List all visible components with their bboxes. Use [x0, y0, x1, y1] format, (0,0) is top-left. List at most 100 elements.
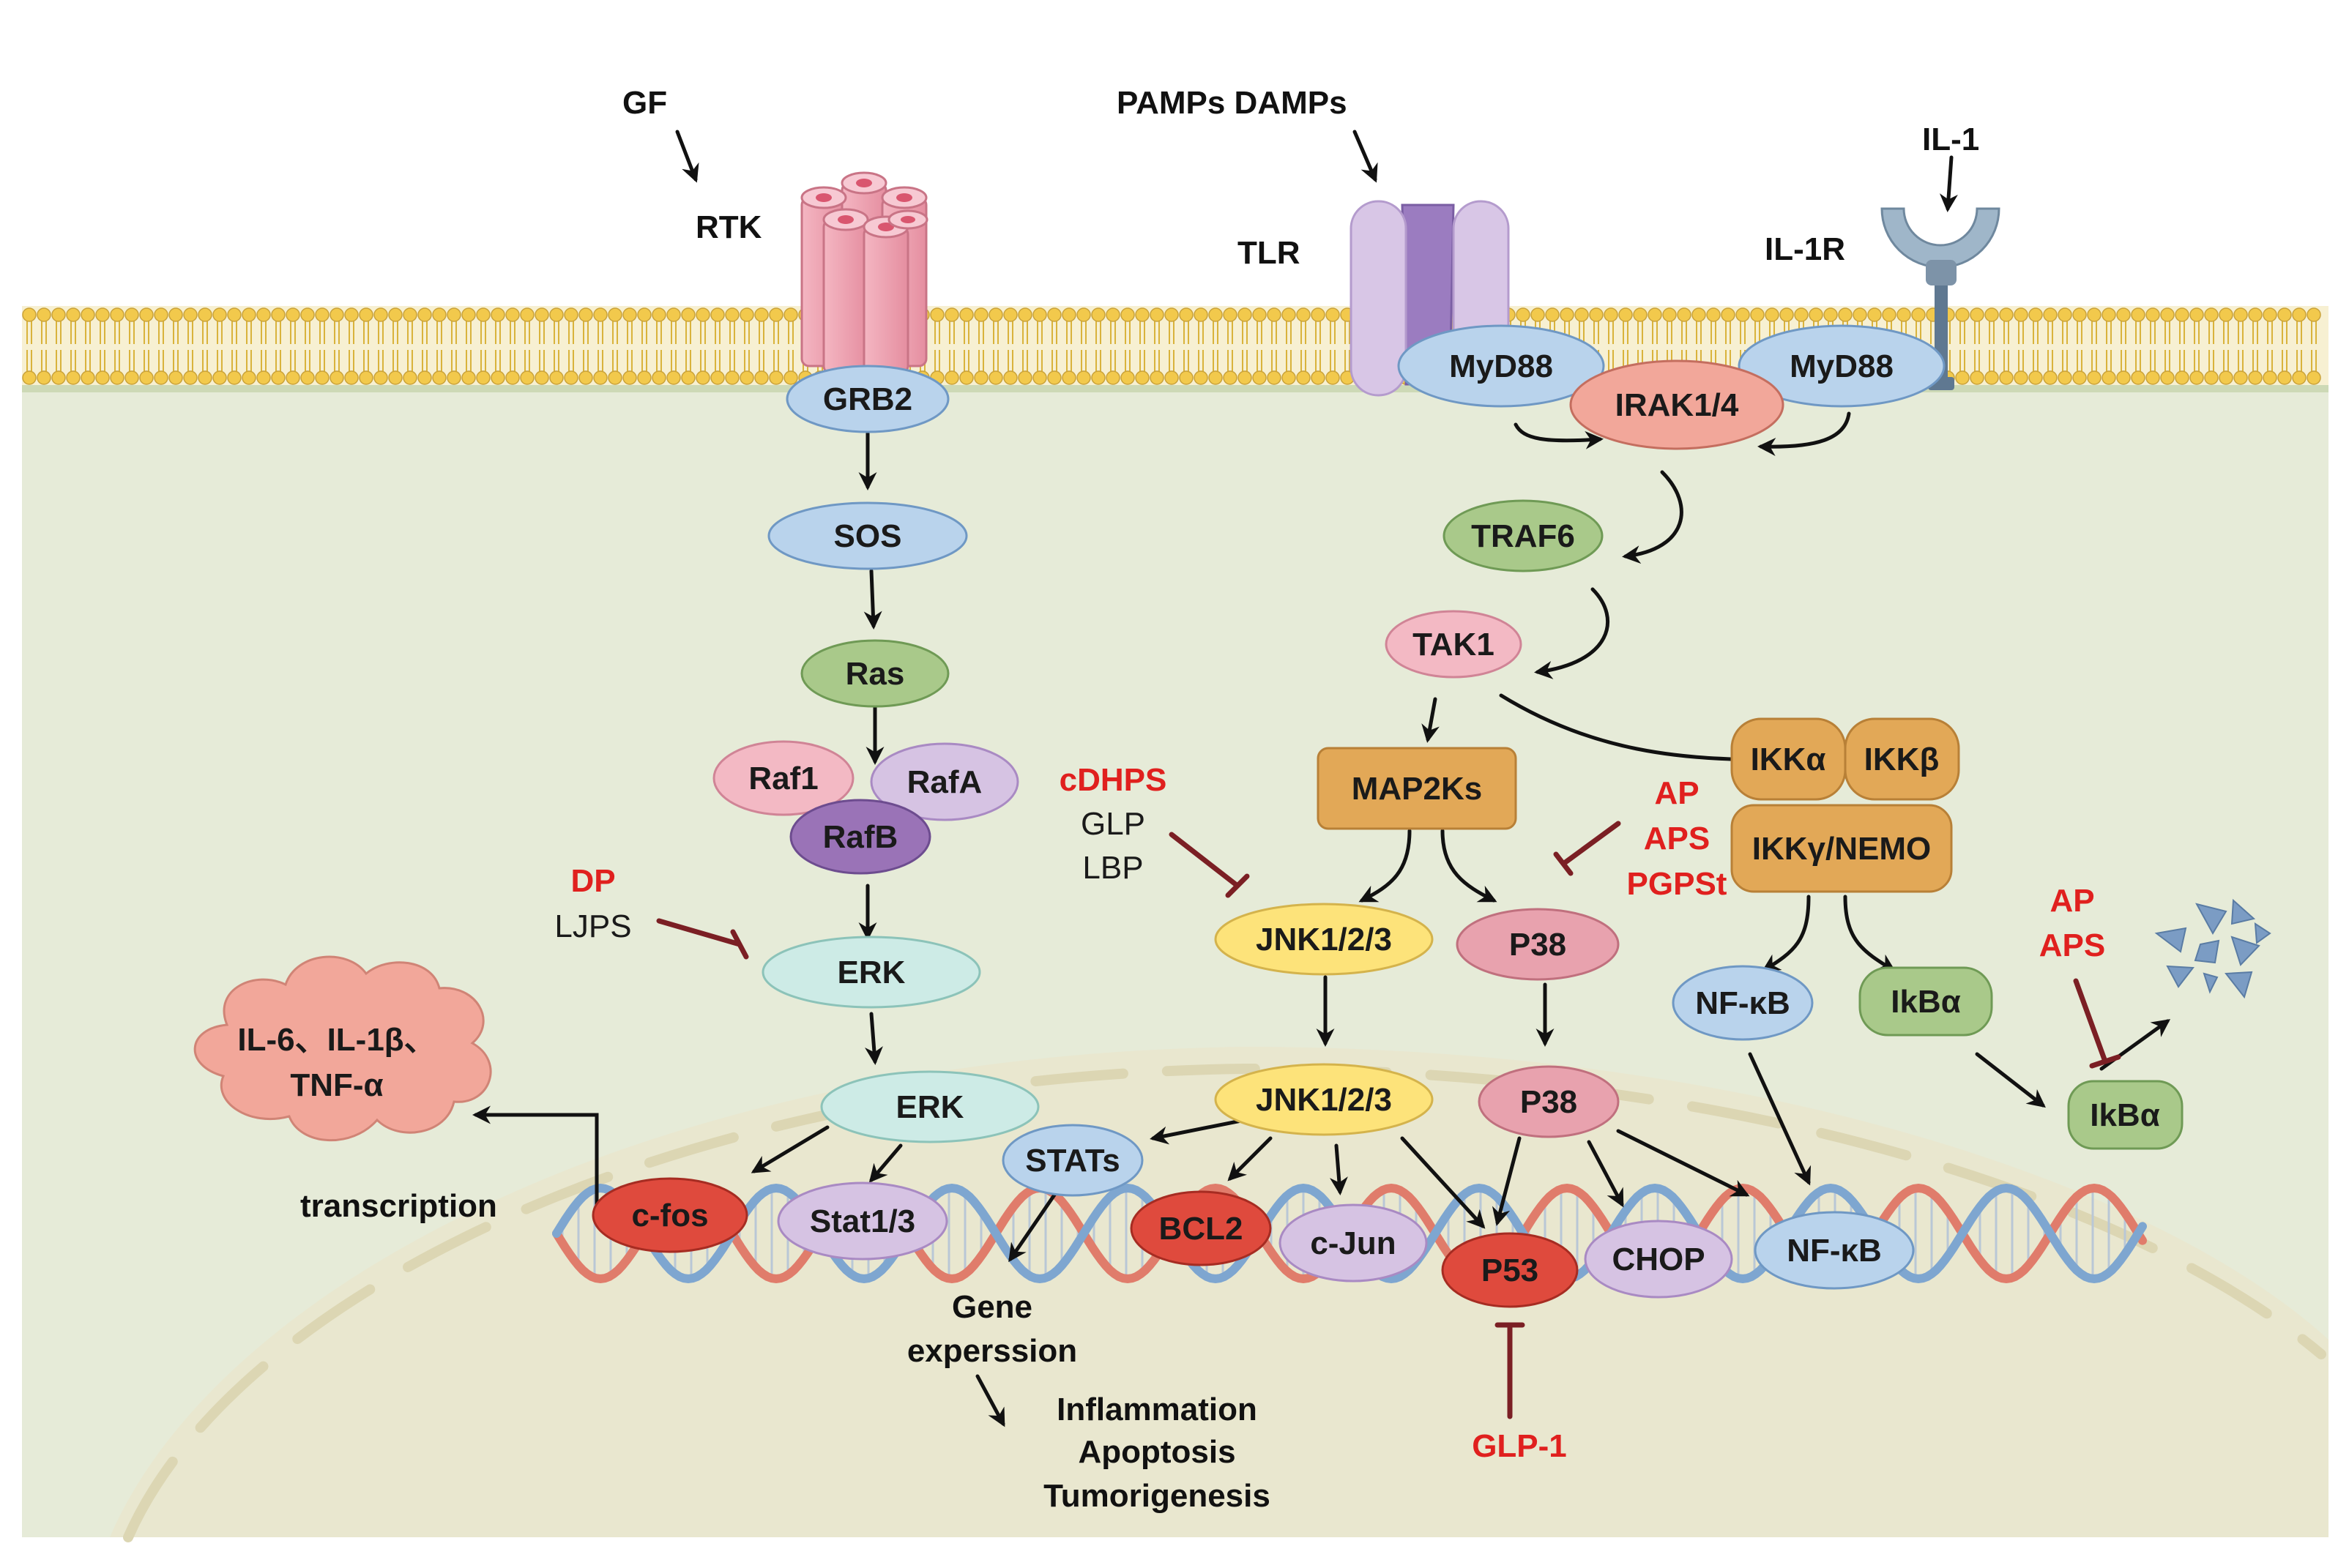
- stat13-node: Stat1/3: [777, 1181, 948, 1261]
- ikkg-nemo-node: IKKγ/NEMO: [1730, 804, 1953, 893]
- inhibitor-cdhps-jnk: [1169, 832, 1250, 898]
- bcl2-node: BCL2: [1130, 1190, 1272, 1266]
- svg-text:MAP2Ks: MAP2Ks: [1352, 771, 1483, 807]
- inhibitors: [656, 821, 2121, 1419]
- svg-text:JNK1/2/3: JNK1/2/3: [1256, 1082, 1392, 1118]
- svg-text:P53: P53: [1481, 1252, 1538, 1288]
- irak-node: IRAK1/4: [1569, 359, 1784, 450]
- arrow-irak-traf6: [1622, 470, 1683, 564]
- ikka-node: IKKα: [1730, 717, 1847, 801]
- drug-aps-1: APS: [1644, 821, 1710, 856]
- svg-text:NF-κB: NF-κB: [1695, 985, 1790, 1021]
- svg-text:TAK1: TAK1: [1412, 627, 1494, 662]
- raf1-node: Raf1: [712, 740, 855, 816]
- svg-text:Ras: Ras: [846, 656, 905, 692]
- arrow-traf6-tak1: [1534, 587, 1610, 679]
- outcome-apoptosis: Apoptosis: [1078, 1434, 1235, 1470]
- arrow-tak1-ikk: [1499, 693, 1754, 769]
- nfkb-cytoplasm-node: NF-κB: [1672, 965, 1814, 1041]
- arrow-gf-rtk: [675, 130, 699, 183]
- rafa-node: RafA: [870, 742, 1019, 821]
- arrow-pamps-tlr: [1352, 130, 1378, 183]
- map2ks-node: MAP2Ks: [1317, 747, 1517, 830]
- arrow-jnk-bcl2: [1227, 1136, 1273, 1181]
- svg-text:CHOP: CHOP: [1612, 1242, 1705, 1277]
- arrow-transcription: [472, 1105, 599, 1210]
- grb2-node: GRB2: [786, 365, 950, 433]
- svg-text:RafB: RafB: [823, 819, 898, 855]
- cytokine-label-line2: TNF-α: [290, 1067, 383, 1103]
- gene-expression-line1: Gene: [952, 1289, 1032, 1325]
- svg-text:IKKβ: IKKβ: [1864, 742, 1940, 777]
- svg-text:NF-κB: NF-κB: [1787, 1233, 1882, 1269]
- stats-node: STATs: [1002, 1124, 1144, 1197]
- arrow-p38-p53: [1492, 1136, 1522, 1226]
- p38-cytoplasm-node: P38: [1456, 908, 1620, 981]
- ikba-degradation-fragments: [2154, 898, 2271, 999]
- drug-pgpst: PGPSt: [1627, 866, 1727, 902]
- drug-cdhps: cDHPS: [1060, 762, 1167, 798]
- ras-node: Ras: [800, 639, 950, 708]
- outcome-tumorigenesis: Tumorigenesis: [1043, 1478, 1270, 1514]
- drug-glp: GLP: [1081, 806, 1145, 842]
- traf6-node: TRAF6: [1442, 499, 1604, 572]
- drug-glp-1: GLP-1: [1472, 1428, 1567, 1464]
- svg-text:MyD88: MyD88: [1790, 348, 1894, 384]
- p38-nucleus-node: P38: [1478, 1065, 1620, 1138]
- tlr-label: TLR: [1237, 235, 1300, 271]
- svg-text:IKKα: IKKα: [1751, 742, 1826, 777]
- jnk-cytoplasm-node: JNK1/2/3: [1214, 903, 1434, 976]
- svg-text:MyD88: MyD88: [1449, 348, 1553, 384]
- drug-ljps: LJPS: [554, 908, 631, 944]
- svg-text:c-fos: c-fos: [631, 1198, 708, 1233]
- ikba-free-node: IkBα: [2067, 1080, 2184, 1150]
- nucleus: [110, 1047, 2328, 1542]
- inhibitor-dp-erk: [656, 918, 749, 960]
- arrow-il1-il1r: [1939, 155, 1958, 212]
- arrow-p38-nfkb: [1616, 1129, 1750, 1197]
- gf-label: GF: [622, 85, 667, 121]
- ligand-labels: GF PAMPs DAMPs IL-1 RTK TLR IL-1R: [622, 85, 1979, 271]
- cfos-node: c-fos: [592, 1177, 748, 1253]
- arrow-erk-stat: [868, 1143, 903, 1183]
- drug-lbp: LBP: [1082, 850, 1143, 886]
- drug-aps-2: APS: [2039, 927, 2105, 963]
- lipid-bilayer: [22, 307, 2321, 385]
- il1r-label: IL-1R: [1765, 231, 1845, 267]
- arrows: [472, 130, 2171, 1427]
- nodes: GRB2 SOS Ras Raf1 RafA RafB ERK ERK: [592, 324, 2184, 1308]
- annotations: transcription Gene experssion Inflammati…: [300, 1188, 1270, 1514]
- svg-text:ERK: ERK: [896, 1089, 964, 1125]
- pamps-damps-label: PAMPs DAMPs: [1117, 85, 1347, 121]
- svg-text:TRAF6: TRAF6: [1471, 518, 1575, 554]
- il1r-receptor: [1880, 207, 2000, 390]
- rafb-node: RafB: [789, 799, 931, 875]
- svg-text:RafA: RafA: [907, 764, 983, 800]
- arrow-ikk-nfkb: [1761, 895, 1811, 972]
- arrow-map2ks-p38: [1440, 829, 1497, 903]
- arrow-p38-chop: [1587, 1140, 1624, 1208]
- arrow-ikk-ikba: [1843, 895, 1896, 972]
- arrow-jnk-p53: [1400, 1136, 1486, 1229]
- arrow-gene-outcomes: [975, 1374, 1005, 1427]
- svg-text:IkBα: IkBα: [1891, 984, 1961, 1020]
- rtk-receptor: [800, 171, 928, 375]
- arrow-erk-erk: [865, 1012, 883, 1065]
- arrow-jnk-cjun: [1329, 1143, 1348, 1195]
- arrow-stats-gene: [1008, 1187, 1060, 1263]
- erk-nucleus-node: ERK: [820, 1070, 1040, 1143]
- ikba-cytoplasm-node: IkBα: [1858, 966, 1993, 1037]
- nfkb-nucleus-node: NF-κB: [1754, 1211, 1915, 1290]
- ikkb-node: IKKβ: [1844, 717, 1960, 801]
- arrow-jnk-stats: [1150, 1118, 1247, 1145]
- svg-text:SOS: SOS: [834, 518, 902, 554]
- svg-text:Raf1: Raf1: [748, 761, 818, 796]
- svg-text:IKKγ/NEMO: IKKγ/NEMO: [1752, 831, 1931, 867]
- arrow-erk-cfos: [751, 1125, 830, 1173]
- cell-membrane: [22, 306, 2328, 392]
- svg-text:c-Jun: c-Jun: [1310, 1225, 1396, 1261]
- sos-node: SOS: [767, 501, 968, 570]
- drug-labels: DP LJPS cDHPS GLP LBP AP APS PGPSt AP AP…: [554, 762, 2105, 1464]
- drug-ap-2: AP: [2050, 883, 2094, 919]
- svg-text:ERK: ERK: [838, 955, 906, 990]
